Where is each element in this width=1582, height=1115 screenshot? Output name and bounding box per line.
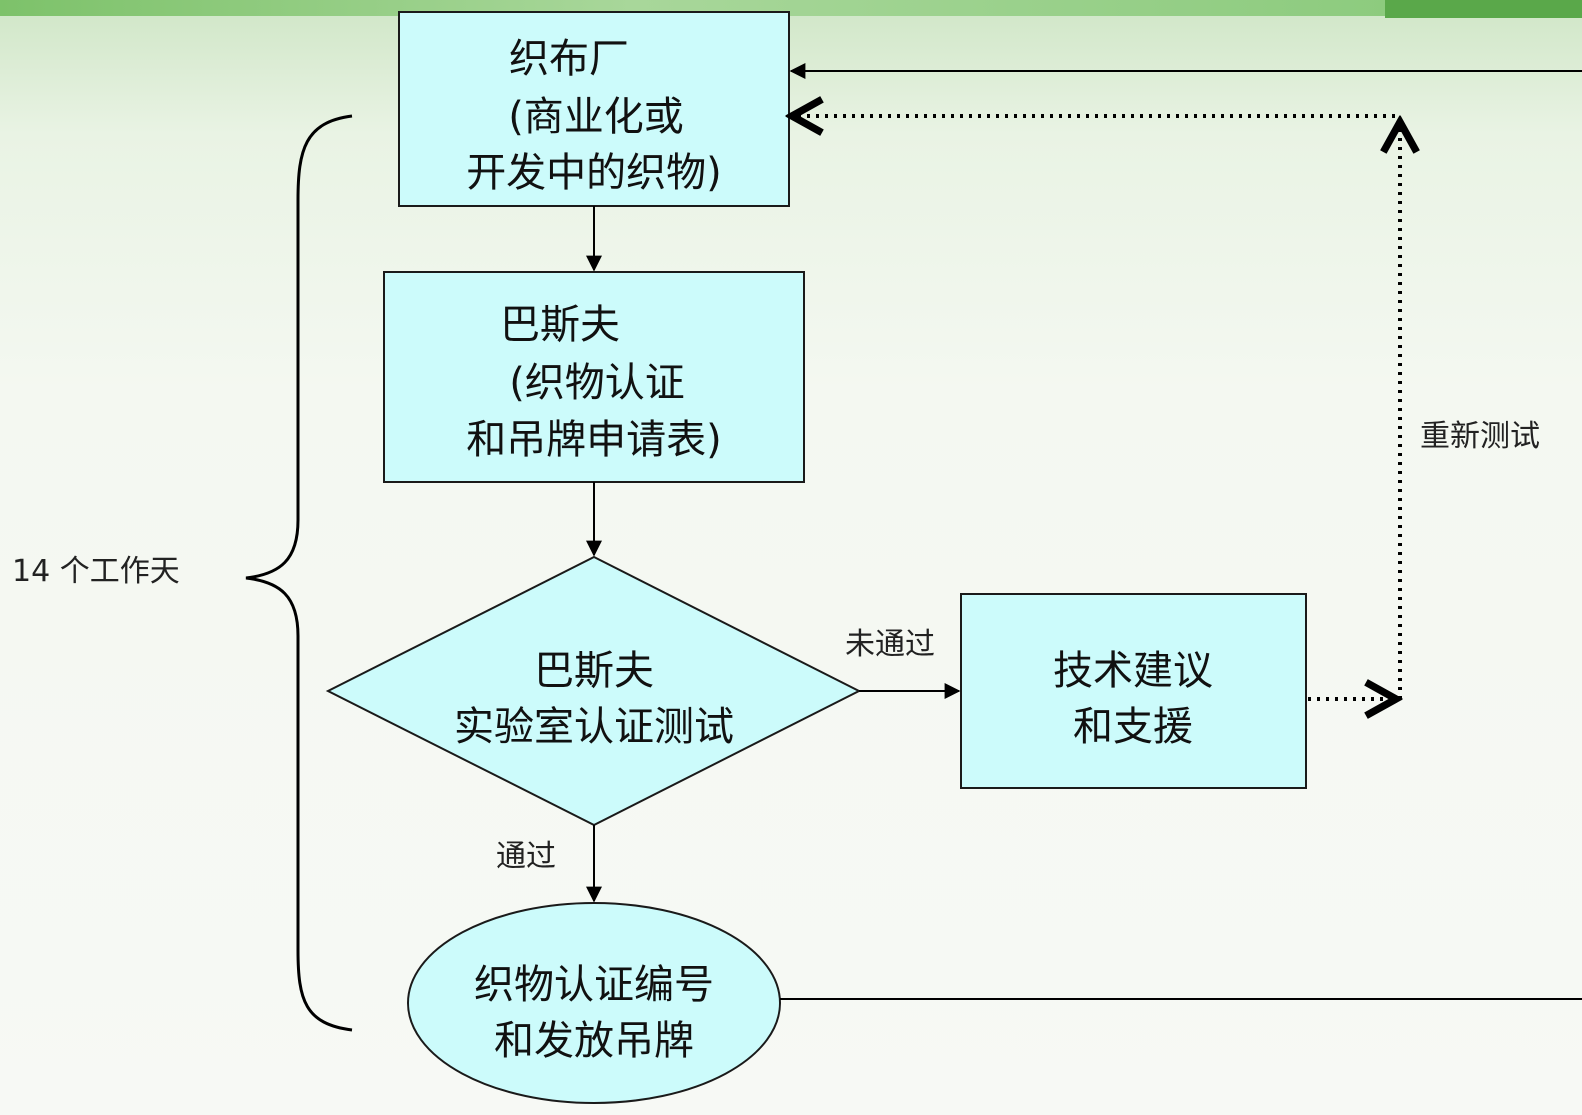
header-band-accent bbox=[1385, 0, 1582, 18]
basf-application-title: 巴斯夫 bbox=[500, 302, 620, 348]
node-tech-advice: 技术建议 和支援 bbox=[960, 593, 1307, 789]
weaving-mill-title: 织布厂 bbox=[509, 36, 629, 82]
certification-line1: 织物认证编号 bbox=[474, 962, 714, 1008]
edge-label-fail: 未通过 bbox=[845, 627, 935, 662]
working-days-brace bbox=[245, 114, 353, 1032]
weaving-mill-line2: (商业化或 bbox=[508, 94, 684, 140]
basf-application-line3: 和吊牌申请表) bbox=[466, 417, 722, 463]
weaving-mill-line3: 开发中的织物) bbox=[466, 150, 722, 196]
lab-test-title: 巴斯夫 bbox=[534, 648, 654, 694]
edge-label-retest: 重新测试 bbox=[1420, 419, 1540, 454]
lab-test-line2: 实验室认证测试 bbox=[454, 704, 734, 750]
edge-label-pass: 通过 bbox=[496, 839, 556, 874]
node-basf-application: 巴斯夫 (织物认证 和吊牌申请表) bbox=[383, 271, 805, 483]
header-band bbox=[0, 0, 1582, 16]
node-weaving-mill: 织布厂 (商业化或 开发中的织物) bbox=[398, 11, 790, 207]
node-basf-lab-test: 巴斯夫 实验室认证测试 bbox=[325, 555, 862, 827]
basf-application-line2: (织物认证 bbox=[509, 360, 685, 406]
tech-advice-line1: 技术建议 bbox=[1053, 648, 1213, 694]
tech-advice-line2: 和支援 bbox=[1073, 704, 1193, 750]
working-days-label: 14 个工作天 bbox=[12, 554, 180, 589]
node-certification: 织物认证编号 和发放吊牌 bbox=[407, 902, 781, 1104]
certification-line2: 和发放吊牌 bbox=[494, 1018, 694, 1064]
